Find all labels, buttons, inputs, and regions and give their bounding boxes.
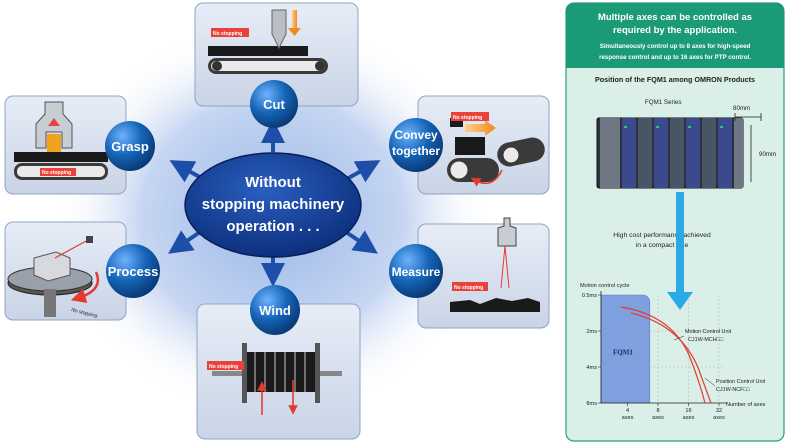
fqm1-region xyxy=(600,294,651,404)
fqm1-device-icon xyxy=(596,117,744,189)
leader-line xyxy=(704,377,716,387)
callout-down-arrow-icon xyxy=(667,192,693,310)
curve-label-mcu-2: CJ1W-MCH□□ xyxy=(688,337,724,343)
performance-line-2: in a compact size xyxy=(636,242,689,249)
cut-bubble: Cut xyxy=(250,80,298,128)
curve-label-pcu-1: Position Control Unit xyxy=(716,379,766,385)
workpiece-icon xyxy=(33,251,71,282)
x-tick-label: 16 xyxy=(685,408,691,414)
convey-label-2: together xyxy=(392,144,440,158)
x-axis-label: Number of axes xyxy=(726,402,766,408)
convey-bubble: Convey together xyxy=(389,118,443,172)
chart-title: Motion control cycle xyxy=(580,283,629,289)
cut-label: Cut xyxy=(263,97,285,112)
forward-arrow-icon xyxy=(465,120,496,136)
y-tick-label: 0.5ms xyxy=(582,293,597,299)
dimension-height: 90mm xyxy=(759,151,776,158)
no-stopping-label: No stopping xyxy=(213,31,242,37)
measure-card: No stopping xyxy=(417,217,550,329)
x-tick-unit: axes xyxy=(652,415,664,421)
x-tick-label: 32 xyxy=(716,408,722,414)
cutter-blade-icon xyxy=(271,9,287,50)
panel-header-title-2: required by the application. xyxy=(613,25,737,36)
no-stopping-tag xyxy=(211,28,249,37)
y-tick-label: 2ms xyxy=(586,329,597,335)
fqm1-panel: Multiple axes can be controlled as requi… xyxy=(565,2,785,442)
panel-header-sub-2: response control and up to 16 axes for P… xyxy=(599,54,751,61)
no-stopping-tag xyxy=(451,112,489,121)
curve-label-mcu-1: Motion Control Unit xyxy=(685,329,732,335)
no-stopping-tag xyxy=(207,361,244,370)
no-stopping-tag xyxy=(452,282,488,291)
x-tick-unit: axes xyxy=(683,415,695,421)
center-line-2: stopping machinery xyxy=(202,196,345,213)
curve-label-pcu-2: CJ1W-NCF□□ xyxy=(716,387,751,393)
measure-bubble: Measure xyxy=(389,244,443,298)
panel-header-sub-1: Simultaneously control up to 8 axes for … xyxy=(600,43,751,50)
y-tick-label: 8ms xyxy=(586,401,597,407)
x-tick-label: 8 xyxy=(656,408,659,414)
wind-bubble: Wind xyxy=(250,285,300,335)
no-stopping-label: No stopping xyxy=(209,364,238,370)
rotation-arrow-icon xyxy=(70,271,100,303)
grasp-label: Grasp xyxy=(111,139,149,154)
sensor-icon xyxy=(497,217,517,247)
y-tick-label: 4ms xyxy=(586,365,597,371)
center-ellipse: Without stopping machinery operation . .… xyxy=(184,152,362,258)
series-label: FQM1 Series xyxy=(645,99,681,106)
no-stopping-label: No stopping xyxy=(42,170,71,176)
x-tick-unit: axes xyxy=(622,415,634,421)
process-card: No stopping xyxy=(4,221,127,321)
curve-motion-control-unit xyxy=(620,306,706,404)
no-stopping-label: No stopping xyxy=(453,115,482,121)
dimension-width: 80mm xyxy=(733,105,750,112)
center-line-1: Without xyxy=(245,174,301,191)
convey-label-1: Convey xyxy=(394,128,438,142)
center-line-3: operation . . . xyxy=(226,218,319,235)
x-tick-unit: axes xyxy=(713,415,725,421)
cut-card: No stopping xyxy=(194,2,359,107)
down-arrow-icon xyxy=(288,28,301,36)
wind-card: No stopping xyxy=(196,303,361,440)
grasp-card: No stopping xyxy=(4,95,127,195)
measure-label: Measure xyxy=(392,265,441,279)
position-title: Position of the FQM1 among OMRON Product… xyxy=(595,75,755,84)
curve-position-control-unit xyxy=(630,312,712,404)
process-label: Process xyxy=(108,264,159,279)
leader-line xyxy=(673,335,685,341)
x-tick-label: 4 xyxy=(626,408,629,414)
process-bubble: Process xyxy=(106,244,160,298)
wind-label: Wind xyxy=(259,303,291,318)
performance-line-1: High cost performance achieved xyxy=(613,232,711,239)
grasp-bubble: Grasp xyxy=(105,121,155,171)
no-stopping-tag xyxy=(40,168,76,176)
no-stopping-label: No stopping xyxy=(454,285,483,291)
motion-cycle-chart: Motion control cycle Number of axes FQM1… xyxy=(580,283,766,421)
panel-header-title-1: Multiple axes can be controlled as xyxy=(598,12,752,23)
region-label: FQM1 xyxy=(613,348,633,356)
measured-surface-icon xyxy=(450,298,540,312)
convey-card: No stopping xyxy=(417,95,550,195)
